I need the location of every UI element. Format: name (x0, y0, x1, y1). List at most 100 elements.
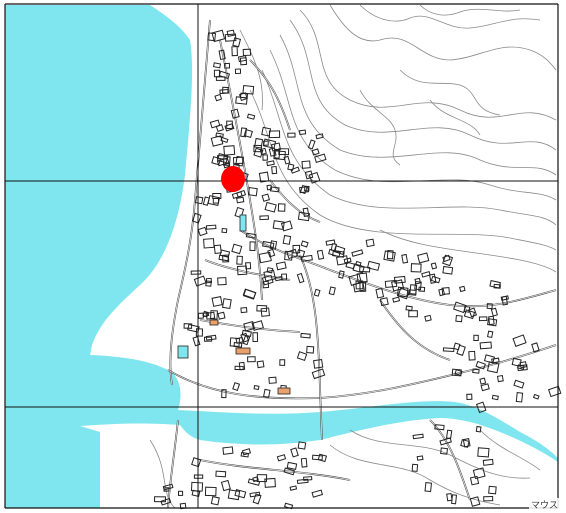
building (256, 304, 268, 312)
building (392, 296, 401, 303)
building (220, 479, 231, 492)
location-marker[interactable] (221, 166, 245, 192)
contour-line (239, 29, 263, 111)
building (252, 332, 259, 343)
building (397, 287, 410, 300)
building (375, 287, 385, 299)
building (236, 196, 245, 204)
building (268, 147, 277, 157)
building (190, 270, 202, 275)
building (274, 275, 283, 282)
building (296, 351, 308, 361)
building (272, 220, 285, 231)
building (247, 187, 258, 197)
road-line-center (249, 59, 291, 131)
building (203, 238, 215, 249)
building (386, 249, 394, 260)
building (486, 303, 493, 310)
building (236, 255, 243, 265)
road-line-center (167, 419, 179, 509)
road-line-center (167, 344, 557, 399)
building (222, 446, 234, 455)
road-line-center (170, 19, 211, 386)
building (287, 163, 295, 171)
map-grid (4, 3, 559, 509)
building (287, 132, 296, 138)
building (299, 186, 309, 194)
building (240, 127, 248, 138)
building (316, 249, 325, 260)
building (213, 244, 222, 255)
building (231, 46, 238, 57)
building (491, 357, 500, 364)
building (215, 132, 224, 138)
building (315, 133, 324, 140)
building (453, 342, 461, 351)
map-caption: マウス (528, 498, 560, 511)
building (306, 345, 315, 354)
building (271, 165, 278, 175)
building (197, 226, 208, 237)
highlighted-building (277, 387, 291, 395)
building (187, 323, 200, 333)
building (251, 320, 264, 331)
building (268, 376, 277, 384)
building (300, 254, 313, 262)
building (468, 350, 476, 361)
building (472, 467, 486, 480)
building (451, 368, 462, 377)
building (440, 447, 449, 455)
building (445, 429, 453, 440)
building (234, 206, 245, 219)
building (290, 166, 300, 174)
contour-line (329, 444, 501, 506)
building (493, 283, 501, 289)
building (266, 160, 275, 167)
building (215, 470, 227, 478)
building (490, 307, 498, 317)
building (249, 241, 256, 252)
building (459, 285, 466, 293)
building (411, 463, 419, 472)
building (487, 318, 498, 327)
building (424, 314, 432, 322)
building (230, 108, 240, 119)
building (205, 280, 212, 287)
building (286, 248, 298, 260)
building (264, 477, 276, 488)
building (491, 394, 499, 401)
building (469, 475, 480, 486)
building (178, 490, 184, 496)
contour-line (359, 4, 541, 29)
building (232, 156, 244, 165)
contour-line (359, 89, 401, 166)
building (479, 341, 492, 350)
building (488, 315, 495, 326)
building (263, 269, 277, 282)
contour-line (479, 429, 541, 471)
building (482, 458, 494, 466)
building (223, 145, 236, 156)
building (237, 55, 247, 63)
building (359, 266, 371, 273)
building (212, 62, 222, 69)
building (359, 281, 367, 292)
contour-line (419, 4, 521, 16)
building (531, 342, 540, 353)
building (483, 354, 496, 364)
building (412, 433, 424, 440)
building (401, 253, 409, 264)
building (259, 215, 269, 221)
building (204, 486, 217, 497)
building (343, 257, 352, 264)
building (232, 382, 241, 392)
pool (239, 214, 247, 232)
building (345, 261, 356, 270)
building (217, 277, 227, 286)
building (308, 171, 321, 184)
building (519, 361, 528, 369)
building (483, 495, 494, 502)
road-network (167, 19, 557, 509)
